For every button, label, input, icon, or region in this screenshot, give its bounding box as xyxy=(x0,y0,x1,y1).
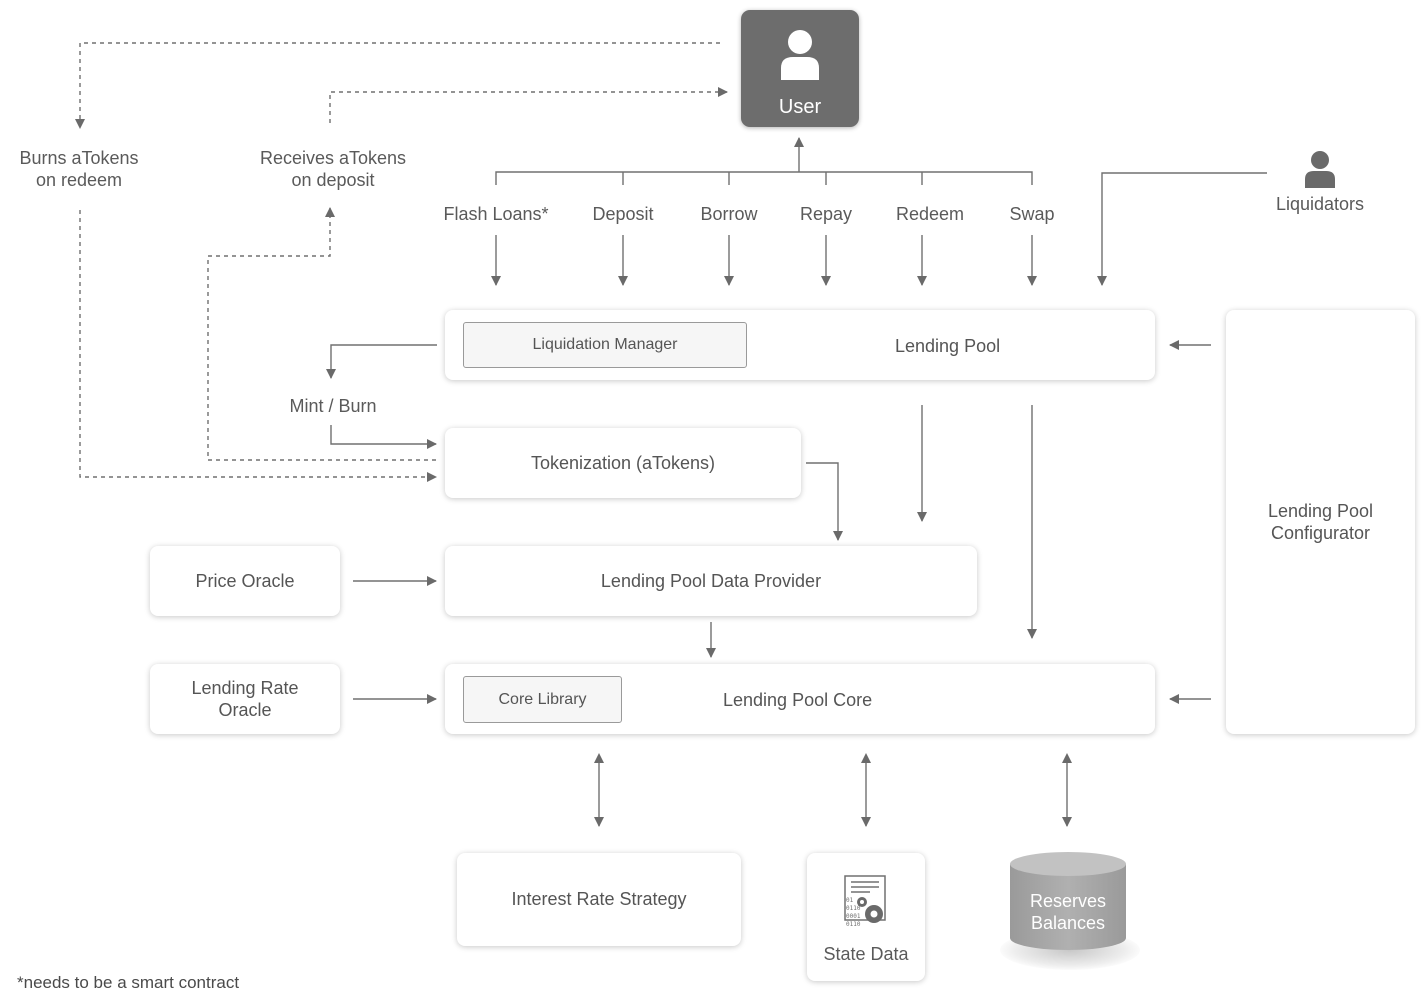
action-repay: Repay xyxy=(799,204,853,224)
tokenization-to-provider-arrow xyxy=(806,462,843,541)
svg-text:01: 01 xyxy=(846,897,854,904)
state-data-icon: 01 0110 0001 0110 xyxy=(844,875,886,928)
liquidators-label: Liquidators xyxy=(1275,194,1365,214)
svg-text:0110: 0110 xyxy=(846,905,861,912)
receives-to-user-dashed xyxy=(329,87,728,123)
liquidators-icon xyxy=(1305,151,1335,188)
user-node: User xyxy=(741,10,859,127)
mintburn-to-tokenization-arrow xyxy=(330,425,437,449)
lending-pool-configurator-box: Lending Pool Configurator xyxy=(1226,310,1415,734)
action-redeem: Redeem xyxy=(895,204,965,224)
core-library-box: Core Library xyxy=(463,676,622,723)
action-flash-loans: Flash Loans* xyxy=(443,204,549,224)
burns-atokens-note: Burns aTokens on redeem xyxy=(19,148,139,190)
interest-rate-strategy-box: Interest Rate Strategy xyxy=(457,853,741,946)
reserves-balances-label: Reserves Balances xyxy=(1029,891,1107,933)
svg-text:0110: 0110 xyxy=(846,921,861,928)
footnote: *needs to be a smart contract xyxy=(17,973,240,992)
burns-to-tokenization-dashed xyxy=(79,210,437,482)
liquidation-manager-box: Liquidation Manager xyxy=(463,322,747,368)
lending-pool-core-title: Lending Pool Core xyxy=(723,690,873,710)
price-oracle-box: Price Oracle xyxy=(150,546,340,616)
user-to-burns-dashed xyxy=(75,42,720,129)
lending-pool-title: Lending Pool xyxy=(895,336,1001,356)
tokenization-box: Tokenization (aTokens) xyxy=(445,428,801,498)
svg-text:0001: 0001 xyxy=(846,913,861,920)
action-swap: Swap xyxy=(1009,204,1055,224)
liquidators-arrow xyxy=(1097,172,1267,286)
receives-atokens-note: Receives aTokens on deposit xyxy=(259,148,407,190)
liquidation-to-mintburn-arrow xyxy=(326,344,437,379)
reserves-cylinder-icon xyxy=(1010,852,1126,950)
action-fanin-bar xyxy=(495,171,1033,185)
tokenization-to-receives-dashed xyxy=(207,207,436,461)
user-label: User xyxy=(778,96,822,118)
action-deposit: Deposit xyxy=(592,204,654,224)
action-borrow: Borrow xyxy=(700,204,758,224)
lending-rate-oracle-box: Lending Rate Oracle xyxy=(150,664,340,734)
state-data-label: State Data xyxy=(823,944,909,964)
data-provider-box: Lending Pool Data Provider xyxy=(445,546,977,616)
mint-burn-note: Mint / Burn xyxy=(289,396,377,416)
user-icon xyxy=(781,30,819,80)
